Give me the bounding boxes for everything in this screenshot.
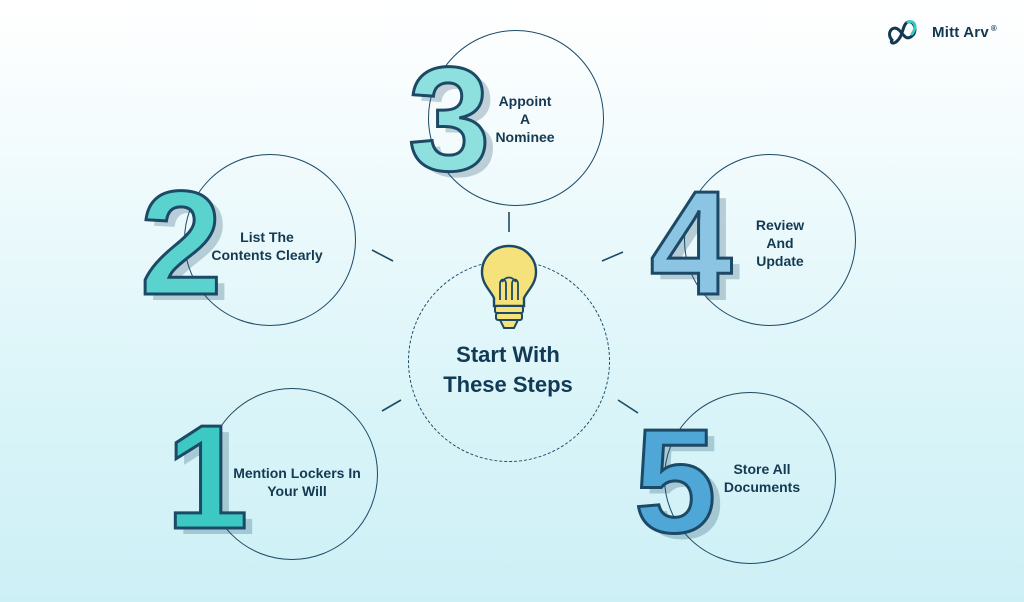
step-3-label: Appoint A Nominee [495,93,555,145]
step-5-number: 5 [632,399,717,564]
brand-name: Mitt Arv® [932,23,997,41]
step-1-circle [206,388,378,560]
brand-logo: Mitt Arv® [884,14,997,50]
lightbulb-icon [480,244,538,329]
step-4-number: 4 [648,161,733,326]
step-5-circle [664,392,836,564]
center-title: Start With These Steps [443,342,573,397]
step-2-label: List The Contents Clearly [211,229,323,263]
step-1-number: 1 [164,395,249,560]
infinity-logo-icon [888,20,917,45]
step-2-number: 2 [138,161,223,326]
step-2-circle [184,154,356,326]
step-5-label: Store All Documents [723,461,801,495]
step-4-circle [684,154,856,326]
step-3-circle [428,30,604,206]
step-1-label: Mention Lockers In Your Will [233,465,361,499]
step-4-label: Review And Update [755,217,805,269]
step-3-number: 3 [406,37,491,202]
